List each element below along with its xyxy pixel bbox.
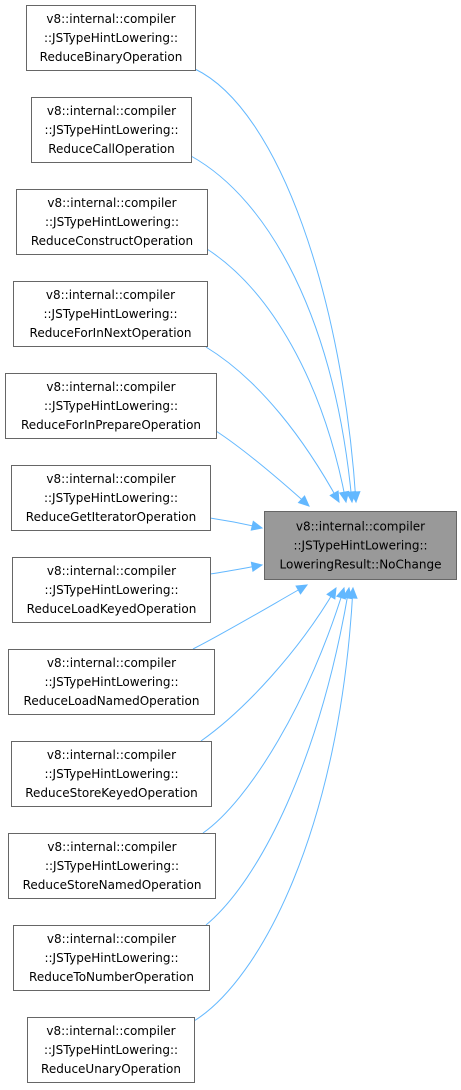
node-label-line: v8::internal::compiler: [47, 748, 176, 762]
caller-node-box: [12, 557, 211, 623]
arrowhead-icon: [338, 490, 350, 504]
caller-node[interactable]: v8::internal::compiler::JSTypeHintLoweri…: [26, 5, 196, 71]
caller-node[interactable]: v8::internal::compiler::JSTypeHintLoweri…: [5, 373, 217, 439]
caller-node-box: [27, 1017, 195, 1083]
target-node-box: [264, 511, 457, 580]
node-label-line: ::JSTypeHintLowering::: [45, 215, 179, 229]
node-label-line: v8::internal::compiler: [46, 12, 175, 26]
arrowhead-icon: [250, 561, 264, 573]
call-edge: [206, 248, 347, 503]
call-edge: [192, 584, 308, 650]
node-label-line: ReduceCallOperation: [48, 142, 175, 156]
caller-node-box: [16, 189, 208, 255]
call-edge: [202, 587, 345, 834]
node-label-line: ReduceToNumberOperation: [29, 970, 194, 984]
caller-node[interactable]: v8::internal::compiler::JSTypeHintLoweri…: [12, 557, 211, 623]
node-label-line: ::JSTypeHintLowering::: [43, 307, 177, 321]
node-label-line: v8::internal::compiler: [46, 1024, 175, 1038]
node-label-line: ReduceForInNextOperation: [30, 326, 192, 340]
caller-node-box: [8, 649, 215, 715]
node-label-line: v8::internal::compiler: [296, 520, 425, 534]
node-label-line: ReduceStoreNamedOperation: [23, 878, 202, 892]
call-edge: [190, 155, 353, 503]
arrowhead-icon: [345, 491, 357, 504]
caller-node[interactable]: v8::internal::compiler::JSTypeHintLoweri…: [8, 649, 215, 715]
node-label-line: ::JSTypeHintLowering::: [44, 675, 178, 689]
arrowhead-icon: [250, 520, 264, 531]
call-edges: [190, 68, 361, 1022]
caller-node[interactable]: v8::internal::compiler::JSTypeHintLoweri…: [11, 465, 211, 531]
node-label-line: v8::internal::compiler: [47, 104, 176, 118]
caller-node-box: [13, 925, 210, 991]
caller-node[interactable]: v8::internal::compiler::JSTypeHintLoweri…: [13, 925, 210, 991]
caller-node[interactable]: v8::internal::compiler::JSTypeHintLoweri…: [13, 281, 208, 347]
node-label-line: LoweringResult::NoChange: [280, 558, 442, 572]
node-label-line: ::JSTypeHintLowering::: [293, 539, 427, 553]
call-edge: [205, 346, 340, 503]
caller-node-box: [11, 465, 211, 531]
arrowhead-icon: [326, 586, 337, 600]
node-label-line: ::JSTypeHintLowering::: [44, 399, 178, 413]
arrowhead-icon: [347, 586, 358, 599]
node-label-line: v8::internal::compiler: [46, 472, 175, 486]
caller-node-box: [11, 741, 212, 807]
caller-node-box: [26, 5, 196, 71]
node-label-line: ::JSTypeHintLowering::: [44, 767, 178, 781]
node-label-line: ReduceLoadNamedOperation: [24, 694, 200, 708]
node-label-line: ReduceUnaryOperation: [41, 1062, 181, 1076]
call-edge: [194, 68, 357, 503]
node-label-line: ReduceConstructOperation: [31, 234, 193, 248]
node-label-line: ReduceForInPrepareOperation: [21, 418, 201, 432]
call-edge: [215, 430, 310, 507]
node-label-line: v8::internal::compiler: [47, 932, 176, 946]
node-label-line: ::JSTypeHintLowering::: [44, 951, 178, 965]
arrowhead-icon: [295, 584, 309, 595]
node-label-line: ReduceBinaryOperation: [40, 50, 183, 64]
node-label-line: v8::internal::compiler: [47, 564, 176, 578]
node-label-line: v8::internal::compiler: [46, 288, 175, 302]
node-label-line: ReduceGetIteratorOperation: [26, 510, 196, 524]
node-label-line: v8::internal::compiler: [47, 656, 176, 670]
arrowhead-icon: [297, 495, 310, 507]
caller-node[interactable]: v8::internal::compiler::JSTypeHintLoweri…: [27, 1017, 195, 1083]
node-label-line: ::JSTypeHintLowering::: [44, 1043, 178, 1057]
node-label-line: v8::internal::compiler: [47, 840, 176, 854]
call-edge: [205, 587, 350, 926]
caller-node-box: [13, 281, 208, 347]
caller-node-box: [31, 97, 192, 163]
node-label-line: v8::internal::compiler: [46, 380, 175, 394]
caller-node-box: [8, 833, 216, 899]
caller-node[interactable]: v8::internal::compiler::JSTypeHintLoweri…: [16, 189, 208, 255]
graph-nodes: v8::internal::compiler::JSTypeHintLoweri…: [5, 5, 457, 1083]
node-label-line: ::JSTypeHintLowering::: [44, 491, 178, 505]
node-label-line: v8::internal::compiler: [47, 196, 176, 210]
node-label-line: ::JSTypeHintLowering::: [45, 859, 179, 873]
target-node[interactable]: v8::internal::compiler::JSTypeHintLoweri…: [264, 511, 457, 580]
call-edge: [193, 587, 354, 1022]
call-edge: [200, 587, 337, 742]
node-label-line: ::JSTypeHintLowering::: [44, 583, 178, 597]
caller-node-box: [5, 373, 217, 439]
node-label-line: ::JSTypeHintLowering::: [44, 31, 178, 45]
caller-node[interactable]: v8::internal::compiler::JSTypeHintLoweri…: [11, 741, 212, 807]
node-label-line: ReduceLoadKeyedOperation: [27, 602, 197, 616]
node-label-line: ReduceStoreKeyedOperation: [25, 786, 198, 800]
arrowhead-icon: [329, 490, 340, 504]
caller-node[interactable]: v8::internal::compiler::JSTypeHintLoweri…: [31, 97, 192, 163]
caller-node[interactable]: v8::internal::compiler::JSTypeHintLoweri…: [8, 833, 216, 899]
node-label-line: ::JSTypeHintLowering::: [44, 123, 178, 137]
